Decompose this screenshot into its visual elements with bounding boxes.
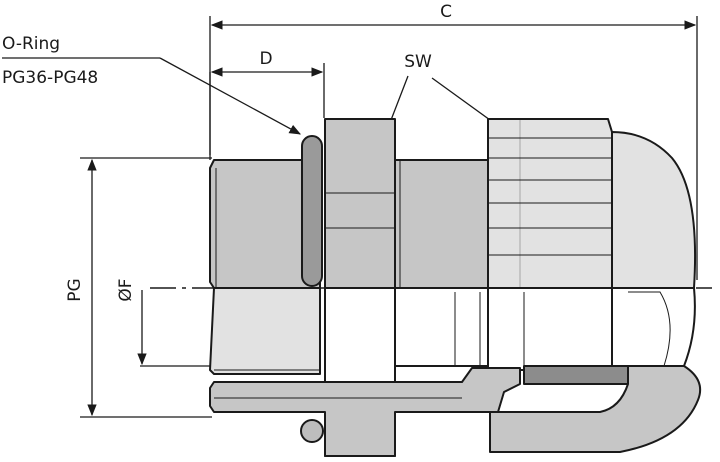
label-c: C [440,2,452,22]
label-oring-size: PG36-PG48 [2,68,98,88]
dimension-d [209,63,325,160]
label-sw: SW [404,52,432,72]
oring-section [300,419,324,443]
label-d: D [259,49,272,69]
body-section [209,367,521,457]
dome-end [489,131,702,453]
oring-leader [2,57,302,135]
oring-top [301,135,323,287]
thread-section [209,159,321,375]
label-pg: PG [65,278,85,301]
label-oring: O-Ring [2,34,60,54]
label-of: ØF [116,278,136,301]
body-neck [394,159,489,367]
dimension-pg [80,157,212,418]
cap-nut [487,118,629,385]
